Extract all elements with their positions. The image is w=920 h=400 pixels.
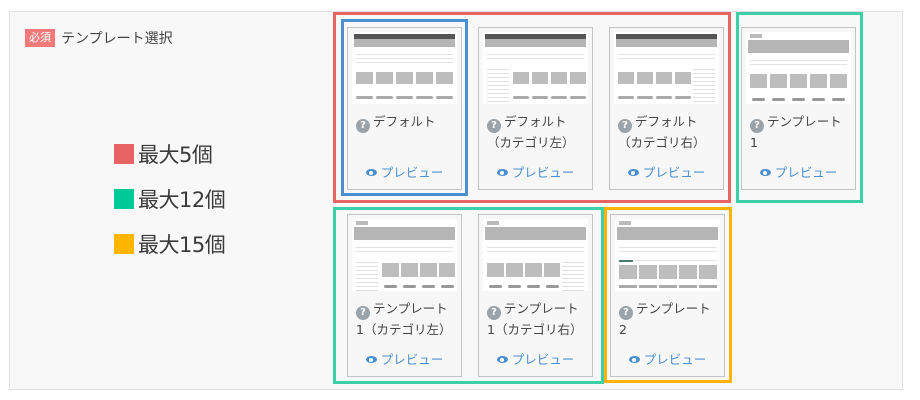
template-thumbnail: [614, 32, 719, 104]
preview-link[interactable]: プレビュー: [742, 162, 855, 181]
red-swatch-icon: [114, 144, 134, 164]
template-thumbnail: [352, 219, 457, 291]
question-circle-icon[interactable]: ?: [750, 119, 764, 133]
question-circle-icon[interactable]: ?: [618, 119, 632, 133]
question-circle-icon[interactable]: ?: [619, 306, 633, 320]
required-badge: 必須: [25, 29, 55, 47]
legend-item-red: 最大5個: [114, 143, 225, 167]
template-name: ?デフォルト（カテゴリ左）: [487, 114, 575, 150]
eye-icon: [627, 169, 639, 176]
group-frame-max12-bottom: [333, 207, 604, 384]
legend-item-orange: 最大15個: [114, 233, 226, 257]
preview-link[interactable]: プレビュー: [479, 349, 592, 368]
question-circle-icon[interactable]: ?: [356, 119, 370, 133]
template-card-default[interactable]: ?デフォルト プレビュー: [347, 27, 462, 190]
legend-label: 最大5個: [138, 143, 213, 167]
preview-link[interactable]: プレビュー: [610, 162, 723, 181]
group-frame-max5: [333, 12, 731, 203]
group-frame-max12-top: [736, 12, 863, 203]
template-card-default-category-right[interactable]: ?デフォルト（カテゴリ右） プレビュー: [609, 27, 724, 190]
legend: 最大5個 最大12個 最大15個: [114, 143, 226, 278]
template-thumbnail: [746, 32, 851, 104]
preview-link[interactable]: プレビュー: [348, 162, 461, 181]
preview-link[interactable]: プレビュー: [348, 349, 461, 368]
legend-item-green: 最大12個: [114, 188, 226, 212]
legend-label: 最大15個: [138, 233, 226, 257]
eye-icon: [496, 169, 508, 176]
question-circle-icon[interactable]: ?: [487, 119, 501, 133]
group-frame-max15: [604, 207, 732, 383]
preview-link[interactable]: プレビュー: [611, 349, 724, 368]
template-thumbnail: [483, 32, 588, 104]
eye-icon: [496, 356, 508, 363]
orange-swatch-icon: [114, 234, 134, 254]
template-thumbnail: [615, 219, 720, 291]
preview-link[interactable]: プレビュー: [479, 162, 592, 181]
template-name: ?デフォルト: [356, 112, 457, 133]
eye-icon: [628, 356, 640, 363]
eye-icon: [365, 169, 377, 176]
field-title: テンプレート選択: [61, 31, 173, 47]
eye-icon: [759, 169, 771, 176]
eye-icon: [365, 356, 377, 363]
selected-highlight: [341, 19, 468, 196]
question-circle-icon[interactable]: ?: [487, 306, 501, 320]
template-thumbnail: [483, 219, 588, 291]
template-card-default-category-left[interactable]: ?デフォルト（カテゴリ左） プレビュー: [478, 27, 593, 190]
green-swatch-icon: [114, 189, 134, 209]
question-circle-icon[interactable]: ?: [356, 306, 370, 320]
template-thumbnail: [352, 32, 457, 104]
legend-label: 最大12個: [138, 188, 226, 212]
field-label: 必須 テンプレート選択: [25, 28, 173, 48]
template-name: ?デフォルト（カテゴリ右）: [618, 114, 706, 150]
